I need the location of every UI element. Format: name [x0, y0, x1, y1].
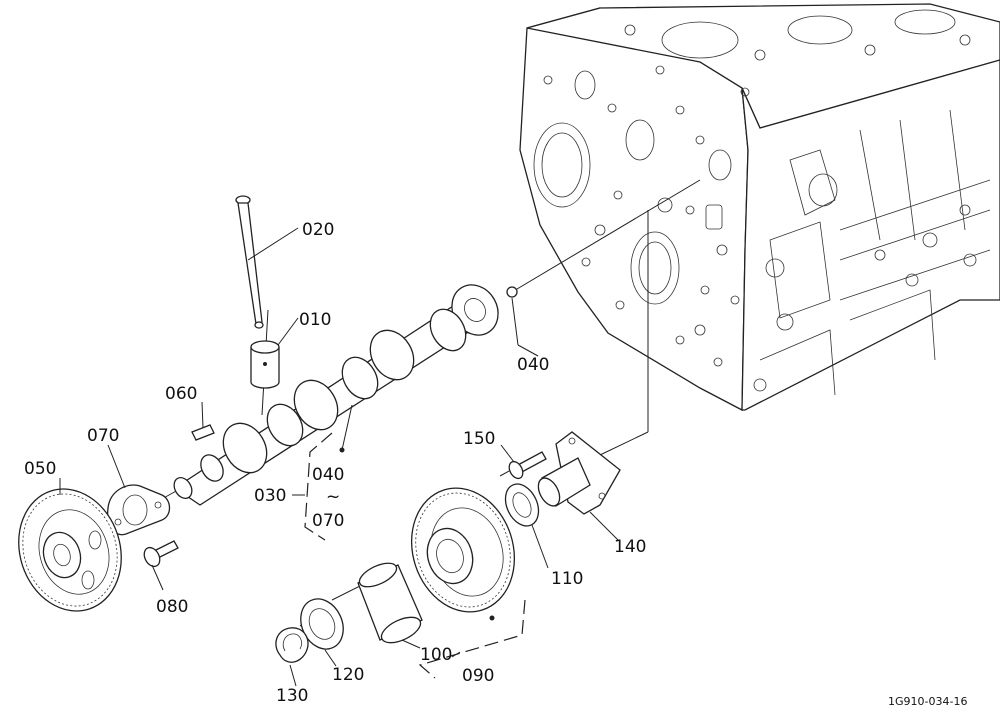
push-rod-020 [235, 195, 264, 329]
ball-040 [506, 286, 519, 346]
bushing-100 [357, 562, 423, 644]
part-labels: 020 010 060 070 050 080 040 040 ~ 070 03… [24, 220, 967, 708]
label-030: 030 [254, 486, 286, 506]
circlip-130 [275, 627, 309, 663]
thrust-plate-070 [107, 484, 171, 536]
label-100: 100 [420, 645, 452, 665]
idle-gear-shaft-140 [537, 431, 621, 515]
label-020: 020 [302, 220, 334, 240]
label-110: 110 [551, 569, 583, 589]
bolt-080 [143, 540, 179, 568]
label-070: 070 [87, 426, 119, 446]
label-120: 120 [332, 665, 364, 685]
label-010: 010 [299, 310, 331, 330]
cam-gear-050 [18, 488, 122, 612]
document-code: 1G910-034-16 [888, 695, 967, 708]
label-range-tilde: ~ [326, 487, 340, 507]
label-130: 130 [276, 686, 308, 706]
key-060 [191, 424, 215, 441]
engine-block [519, 3, 1000, 412]
washer-120 [300, 598, 344, 650]
label-leaders [59, 227, 619, 687]
collar-110 [504, 483, 540, 527]
label-050: 050 [24, 459, 56, 479]
group-bracket-090 [418, 599, 526, 679]
bolt-150 [508, 451, 547, 480]
label-070-range-end: 070 [312, 511, 344, 531]
tappet-010 [250, 340, 280, 389]
label-040-range-start: 040 [312, 465, 344, 485]
label-080: 080 [156, 597, 188, 617]
label-090: 090 [462, 666, 494, 686]
label-060: 060 [165, 384, 197, 404]
idle-gear-090 [410, 487, 516, 621]
group-bracket-030 [292, 404, 353, 541]
label-040: 040 [517, 355, 549, 375]
camshaft-030 [173, 284, 499, 506]
label-150: 150 [463, 429, 495, 449]
label-140: 140 [614, 537, 646, 557]
